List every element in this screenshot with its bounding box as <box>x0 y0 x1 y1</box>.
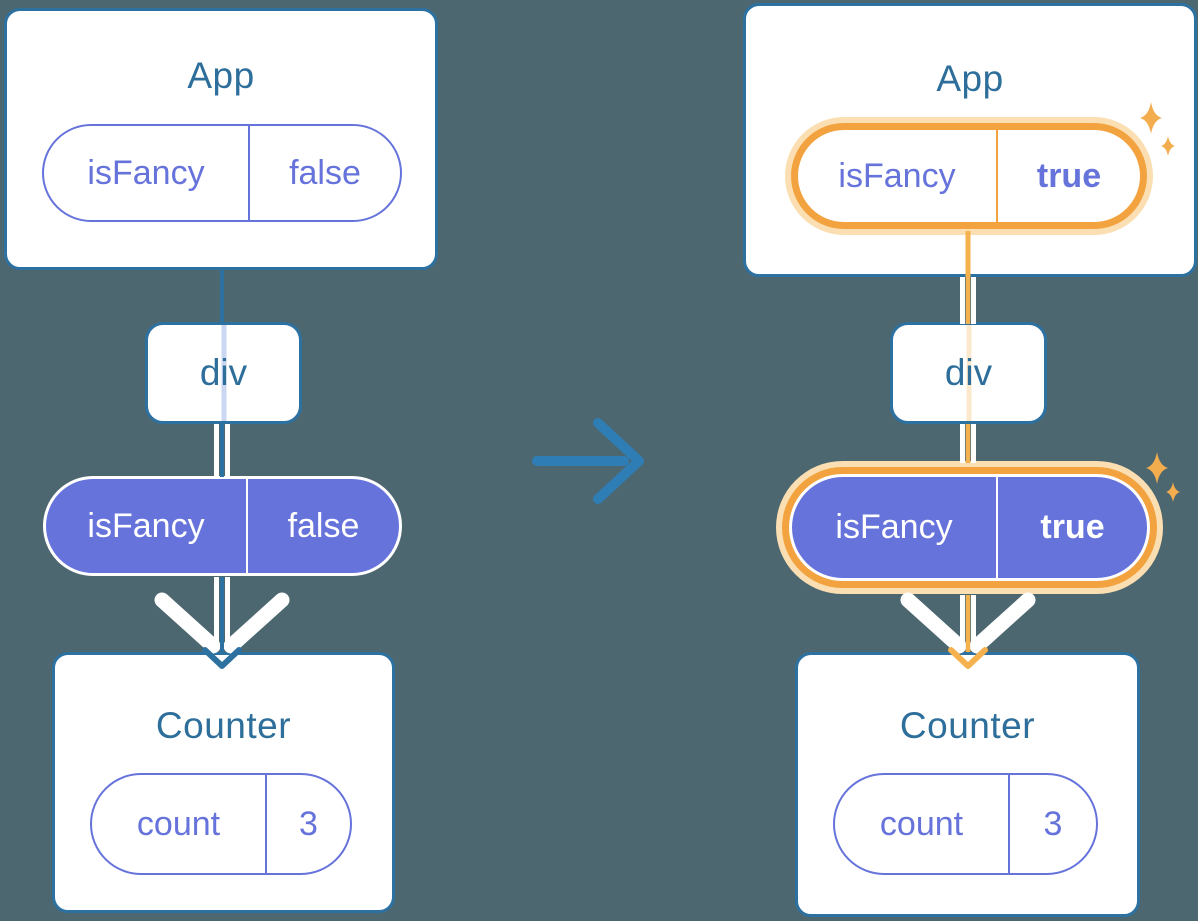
prop-value: false <box>287 506 360 545</box>
state-value: false <box>289 153 361 192</box>
state-name: count <box>92 775 267 873</box>
arrowhead-white-chevron <box>154 592 221 654</box>
counter-state-pill: count 3 <box>833 773 1098 875</box>
state-name: isFancy <box>798 130 998 222</box>
sparkle-icon <box>1166 482 1180 502</box>
app-state-pill: isFancy false <box>42 124 402 222</box>
div-node: div <box>145 322 302 424</box>
state-value: true <box>1036 156 1102 195</box>
counter-title: Counter <box>155 705 292 746</box>
app-title: App <box>936 58 1004 99</box>
app-title: App <box>187 55 255 96</box>
div-node-fancy: div <box>890 322 1047 424</box>
state-value: 3 <box>299 804 318 843</box>
right-connectors <box>900 231 1036 669</box>
arrowhead-white-chevron <box>900 592 967 654</box>
transition-arrow-icon <box>532 418 644 504</box>
prop-pill-highlighted: isFancy true <box>792 477 1147 578</box>
app-state-pill-highlighted: isFancy true <box>798 130 1140 222</box>
prop-pass-through-stripe <box>221 325 226 421</box>
arrowhead-white-chevron <box>969 592 1036 654</box>
state-value: 3 <box>1043 804 1063 843</box>
prop-pass-through-stripe <box>966 325 971 421</box>
arrowhead-white-chevron <box>223 592 290 654</box>
state-name: count <box>835 775 1010 873</box>
state-name: isFancy <box>44 126 250 220</box>
div-label: div <box>944 352 993 393</box>
prop-name: isFancy <box>792 477 998 578</box>
arrow-head <box>593 418 644 504</box>
div-label: div <box>199 352 248 393</box>
prop-pill: isFancy false <box>43 476 402 576</box>
counter-title: Counter <box>899 705 1036 746</box>
prop-value: true <box>1040 508 1105 546</box>
prop-name: isFancy <box>46 479 248 573</box>
sparkle-icon <box>1146 452 1168 484</box>
counter-state-pill: count 3 <box>90 773 352 875</box>
